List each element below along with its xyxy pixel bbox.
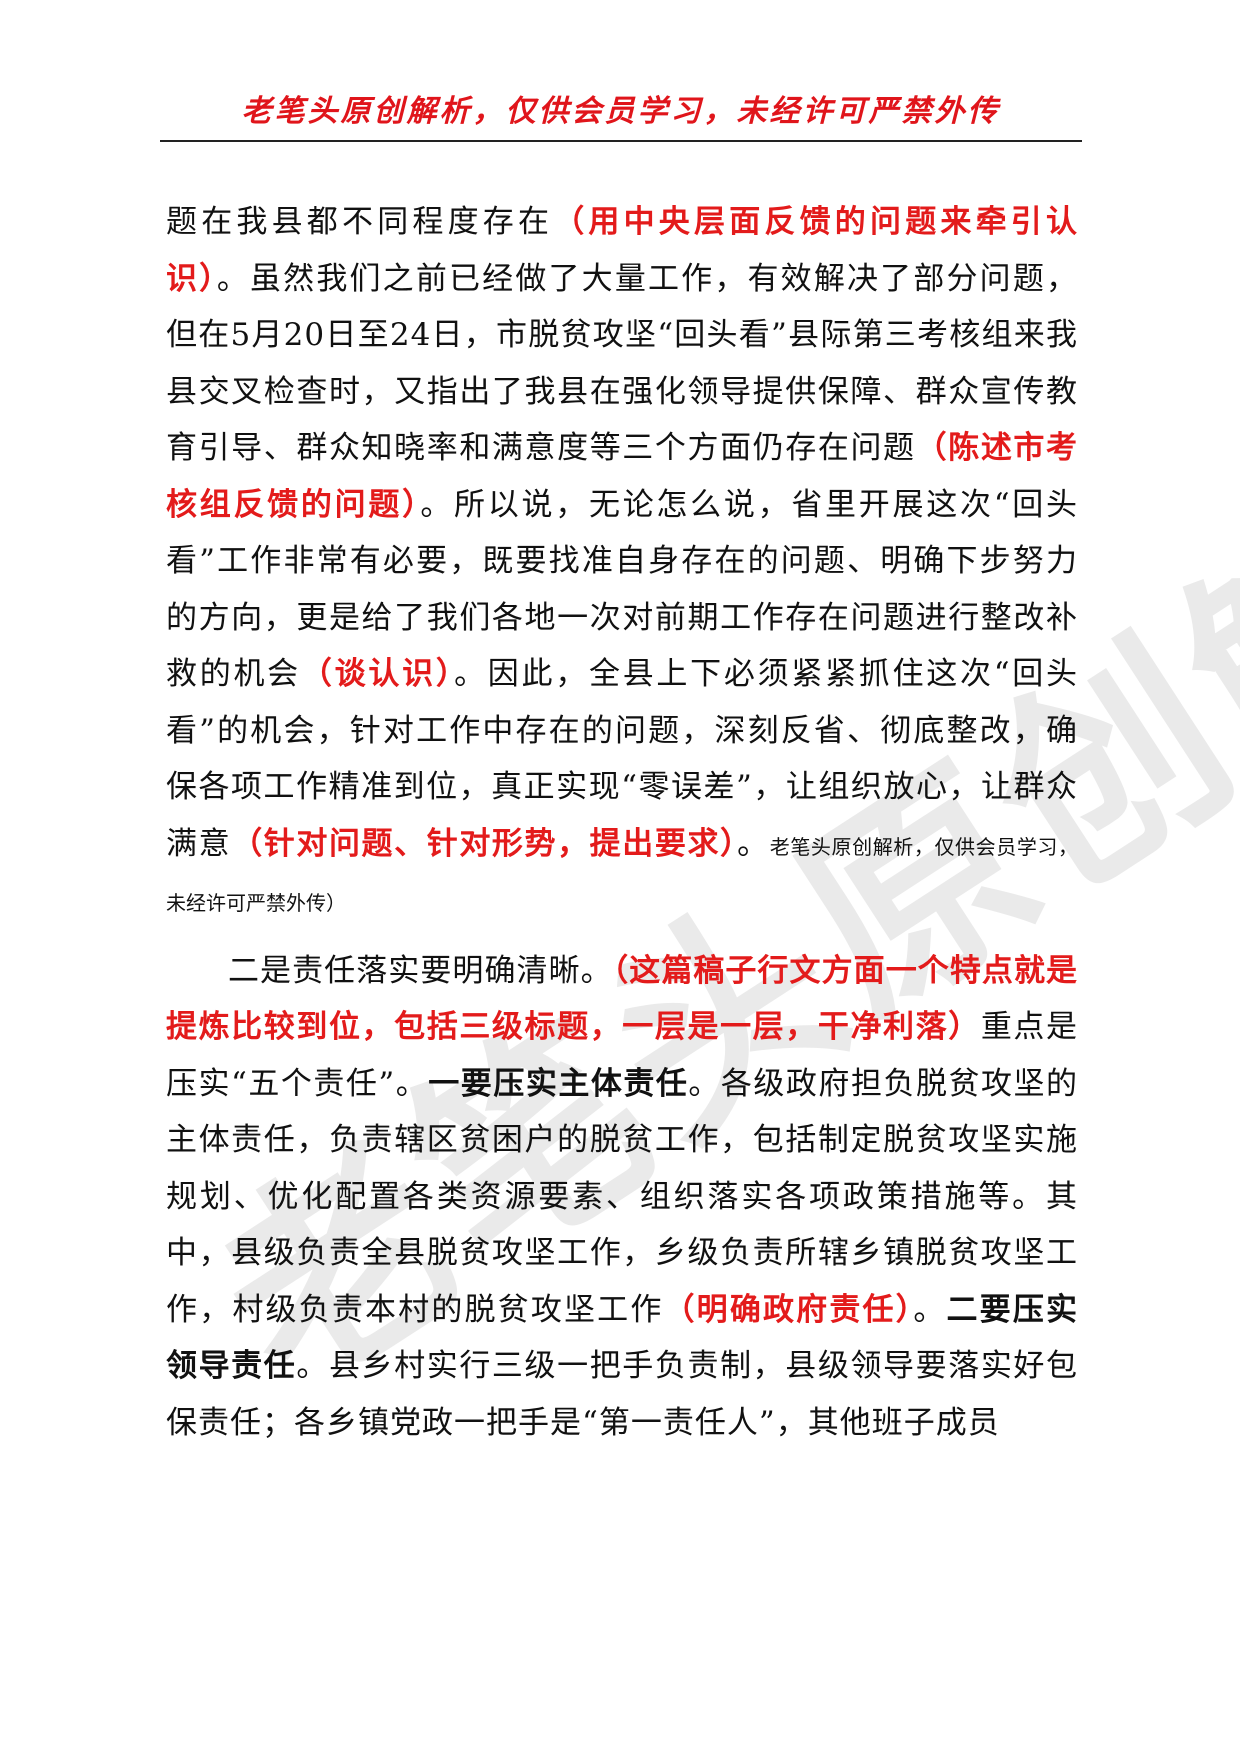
body-text: 题在我县都不同程度存在 [166,204,554,240]
document-body: 题在我县都不同程度存在（用中央层面反馈的问题来牵引认识）。虽然我们之前已经做了大… [166,194,1078,1451]
paragraph-1: 题在我县都不同程度存在（用中央层面反馈的问题来牵引认识）。虽然我们之前已经做了大… [166,194,1078,929]
annotation-note: （这篇稿子行文方面一个特点就是提炼比较到位，包括三级标题，一层是一层，干净利落） [166,952,1079,1046]
annotation-note: （针对问题、针对形势，提出要求） [231,825,738,862]
body-text: 。因此，全县上下必须紧紧抓住这次“回头看”的机会，针对工作中存在的问题，深刻反省… [166,656,1079,862]
paragraph-2: 二是责任落实要明确清晰。（这篇稿子行文方面一个特点就是提炼比较到位，包括三级标题… [166,943,1078,1452]
body-text: 。县乡村实行三级一把手负责制，县级领导要落实好包保责任；各乡镇党政一把手是“第一… [166,1348,1079,1441]
header-banner: 老笔头原创解析，仅供会员学习，未经许可严禁外传 [241,94,1001,129]
section-heading: 二是责任落实要明确清晰。 [228,952,613,989]
body-text: 重点是压实“五个责任”。 [166,1009,1078,1102]
annotation-note: （明确政府责任） [663,1291,914,1328]
annotation-note: （陈述市考核组反馈的问题） [166,430,1079,523]
body-text: 。各级政府担负脱贫攻坚的主体责任，负责辖区贫困户的脱贫工作，包括制定脱贫攻坚实施… [166,1065,1079,1328]
body-text: 。虽然我们之前已经做了大量工作，有效解决了部分问题，但在5月20日至24日，市脱… [166,260,1079,467]
body-text: 。 [737,825,770,862]
inline-copyright-note: 老笔头原创解析，仅供会员学习，未经许可严禁外传） [166,834,1079,916]
subheading-bold: 二要压实领导责任 [166,1291,1079,1385]
annotation-note: （用中央层面反馈的问题来牵引认识） [166,204,1079,297]
body-text: 。所以说，无论怎么说，省里开展这次“回头看”工作非常有必要，既要找准自身存在的问… [166,486,1078,693]
subheading-bold: 一要压实主体责任 [428,1065,689,1102]
body-text: 。 [913,1291,947,1328]
header-divider [160,140,1082,142]
annotation-note: （谈认识） [300,656,455,692]
